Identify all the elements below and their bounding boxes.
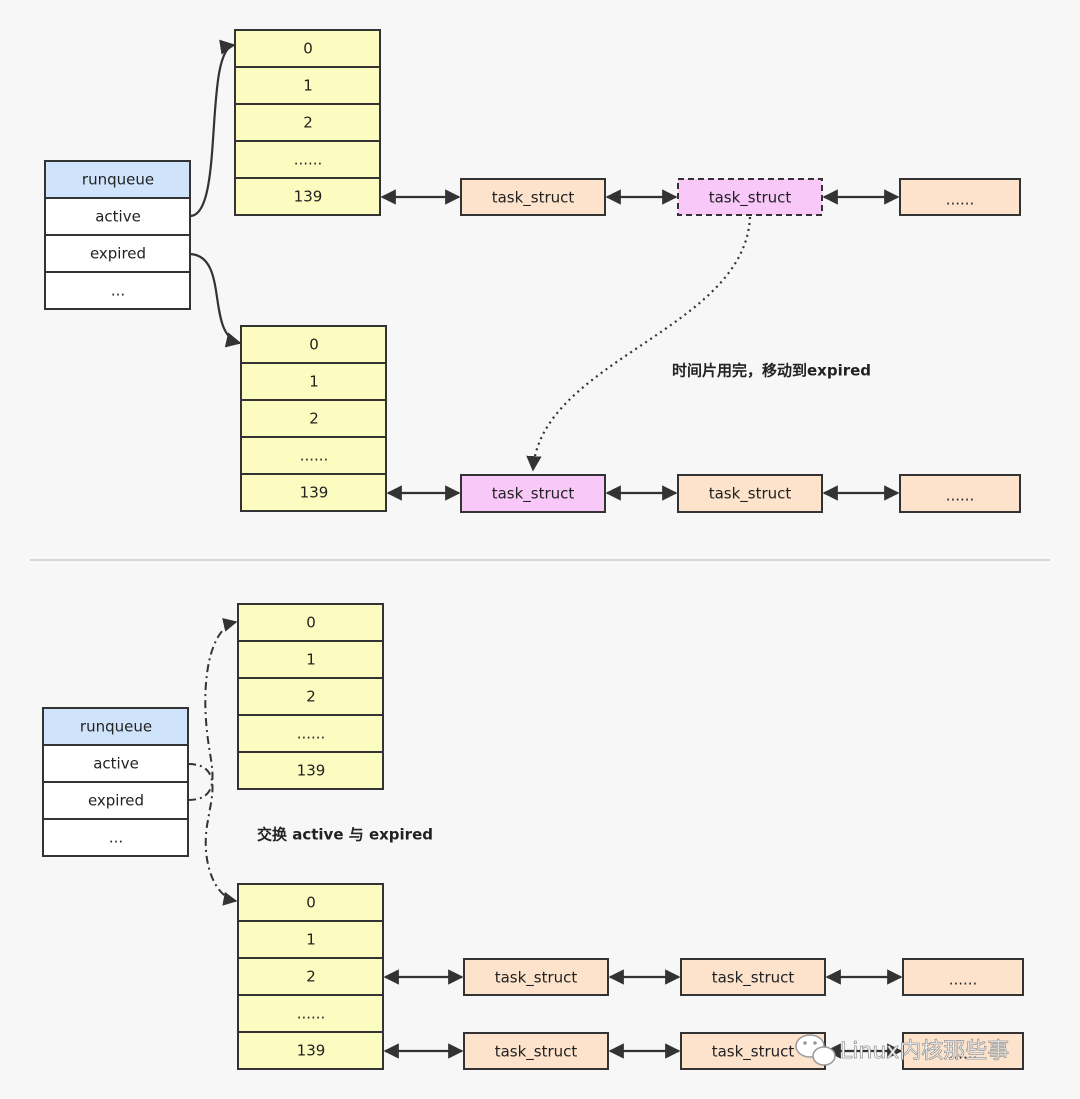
task-node xyxy=(902,1032,1024,1070)
array-cell-label: ...... xyxy=(300,447,329,465)
task-node-moving xyxy=(677,178,823,216)
array-cell-label: 139 xyxy=(294,188,323,206)
array-cell xyxy=(237,677,384,716)
top-active-priority-array: 0 1 2 ...... 139 xyxy=(234,29,381,216)
task-node-label: task_struct xyxy=(709,189,792,208)
task-node-label: task_struct xyxy=(495,1043,578,1062)
array-cell xyxy=(234,66,381,105)
top-active-task-list: task_struct task_struct ...... xyxy=(380,178,1021,216)
task-node-label: task_struct xyxy=(492,485,575,504)
task-node-label: ...... xyxy=(949,971,978,989)
runqueue-field-label: expired xyxy=(88,792,144,810)
task-node-label: ...... xyxy=(946,487,975,505)
array-cell xyxy=(237,920,384,959)
array-cell xyxy=(240,399,387,438)
expired-pointer-arrow xyxy=(189,252,242,348)
task-node-moved xyxy=(460,474,606,513)
task-node-label: task_struct xyxy=(709,485,792,504)
task-node xyxy=(463,1032,609,1070)
array-cell xyxy=(234,177,381,216)
swap-note: 交换 active 与 expired xyxy=(257,826,433,844)
array-cell-label: 139 xyxy=(297,762,326,780)
task-node xyxy=(902,958,1024,996)
array-cell-label: ...... xyxy=(297,1005,326,1023)
array-cell-label: 0 xyxy=(306,614,316,632)
array-cell xyxy=(237,994,384,1033)
runqueue-title: runqueue xyxy=(80,718,152,736)
top-runqueue: runqueue active expired ... xyxy=(44,160,191,310)
runqueue-field-label: active xyxy=(95,208,141,226)
array-cell-label: 1 xyxy=(306,651,316,669)
array-cell-label: 139 xyxy=(297,1042,326,1060)
runqueue-field-label: ... xyxy=(109,829,123,847)
runqueue-field-label: expired xyxy=(90,245,146,263)
array-cell-label: 139 xyxy=(300,484,329,502)
array-cell xyxy=(240,362,387,401)
active-pointer-swapped-arrow xyxy=(187,763,238,906)
bottom-priority-array-b: 0 1 2 ...... 139 xyxy=(237,883,384,1070)
move-note: 时间片用完，移动到expired xyxy=(672,362,871,380)
move-to-expired-arrow xyxy=(526,216,752,472)
bottom-runqueue: runqueue active expired ... xyxy=(42,707,189,857)
bottom-task-list-row2: task_struct task_struct ...... xyxy=(383,958,1024,996)
array-cell-label: 2 xyxy=(303,114,313,132)
array-cell xyxy=(237,714,384,753)
array-cell xyxy=(237,751,384,790)
runqueue-field-more xyxy=(42,818,189,857)
array-cell xyxy=(237,883,384,922)
expired-pointer-swapped-arrow xyxy=(187,618,238,801)
array-cell-label: 2 xyxy=(309,410,319,428)
runqueue-header xyxy=(44,160,191,199)
task-node xyxy=(680,958,826,996)
task-node xyxy=(677,474,823,513)
array-cell-label: 0 xyxy=(309,336,319,354)
array-cell-label: 0 xyxy=(303,40,313,58)
task-node-label: task_struct xyxy=(495,969,578,988)
runqueue-field-expired xyxy=(42,781,189,820)
runqueue-field-more xyxy=(44,271,191,310)
array-cell-label: ...... xyxy=(297,725,326,743)
task-node-label: ...... xyxy=(946,191,975,209)
wechat-icon xyxy=(795,1034,836,1066)
array-cell xyxy=(237,1031,384,1070)
runqueue-title: runqueue xyxy=(82,171,154,189)
watermark: Linux内核那些事 xyxy=(795,1034,1010,1066)
bottom-priority-array-a: 0 1 2 ...... 139 xyxy=(237,603,384,790)
task-node-label: task_struct xyxy=(712,1043,795,1062)
array-cell xyxy=(234,140,381,179)
watermark-text: Linux内核那些事 xyxy=(840,1039,1009,1064)
array-cell-label: 2 xyxy=(306,968,316,986)
array-cell-label: 1 xyxy=(303,77,313,95)
array-cell-label: 0 xyxy=(306,894,316,912)
active-pointer-arrow xyxy=(189,39,236,218)
array-cell xyxy=(237,957,384,996)
array-cell-label: 1 xyxy=(309,373,319,391)
task-node-label: task_struct xyxy=(712,969,795,988)
task-node xyxy=(463,958,609,996)
task-node xyxy=(899,474,1021,513)
task-node xyxy=(460,178,606,216)
task-node xyxy=(899,178,1021,216)
array-cell xyxy=(240,473,387,512)
top-expired-task-list: task_struct task_struct ...... xyxy=(386,474,1021,513)
runqueue-field-label: active xyxy=(93,755,139,773)
task-node-label: task_struct xyxy=(492,189,575,208)
top-expired-priority-array: 0 1 2 ...... 139 xyxy=(240,325,387,512)
task-node xyxy=(680,1032,826,1070)
runqueue-field-label: ... xyxy=(111,282,125,300)
task-node-label: ...... xyxy=(949,1045,978,1063)
array-cell-label: 2 xyxy=(306,688,316,706)
bottom-task-list-row139: task_struct task_struct ...... xyxy=(383,1032,1024,1070)
array-cell-label: ...... xyxy=(294,151,323,169)
array-cell-label: 1 xyxy=(306,931,316,949)
